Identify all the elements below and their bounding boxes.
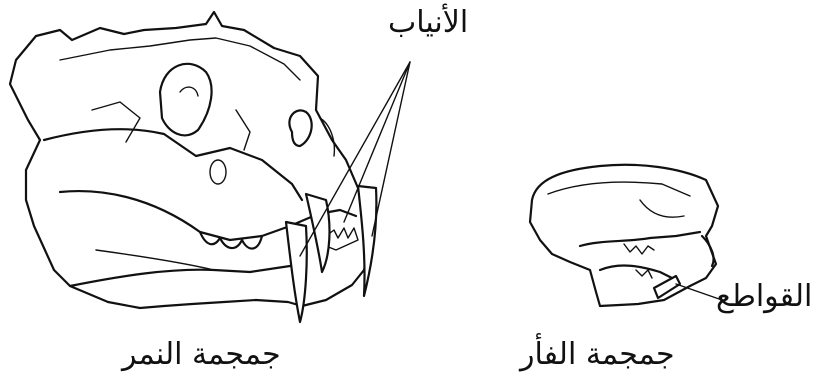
tiger-skull-caption: جمجمة النمر <box>122 340 281 370</box>
rat-skull-drawing <box>530 165 722 306</box>
rat-skull-caption: جمجمة الفأر <box>520 340 675 370</box>
tiger-canine-left <box>286 222 307 322</box>
tiger-canine-right <box>358 186 376 296</box>
tiger-cheek-line <box>92 102 140 142</box>
tiger-skull-drawing <box>10 12 410 322</box>
tiger-nasal-opening <box>210 160 226 184</box>
tiger-side-line <box>236 110 250 150</box>
incisors-label: القواطع <box>716 282 812 312</box>
rat-cranium-outline <box>530 165 718 306</box>
rat-orbit <box>640 200 684 217</box>
tiger-eye-socket <box>160 64 212 136</box>
tiger-brow-line <box>60 38 300 80</box>
tiger-eye-inner <box>180 87 198 96</box>
rat-brow-line <box>548 182 690 196</box>
tiger-lower-jaw <box>70 266 290 286</box>
rat-lower-teeth <box>636 270 652 278</box>
tiger-front-orbit <box>289 110 311 146</box>
tiger-lower-teeth <box>326 228 358 250</box>
tiger-jaw-line <box>96 250 214 270</box>
canines-pointer-3 <box>372 62 410 236</box>
tiger-snout <box>44 129 302 200</box>
canines-label: الأنياب <box>388 8 468 38</box>
rat-molars <box>624 244 654 254</box>
tiger-cranium-outline <box>10 12 372 308</box>
tiger-canine-middle <box>306 194 329 272</box>
rat-jaw-upper <box>580 232 700 246</box>
